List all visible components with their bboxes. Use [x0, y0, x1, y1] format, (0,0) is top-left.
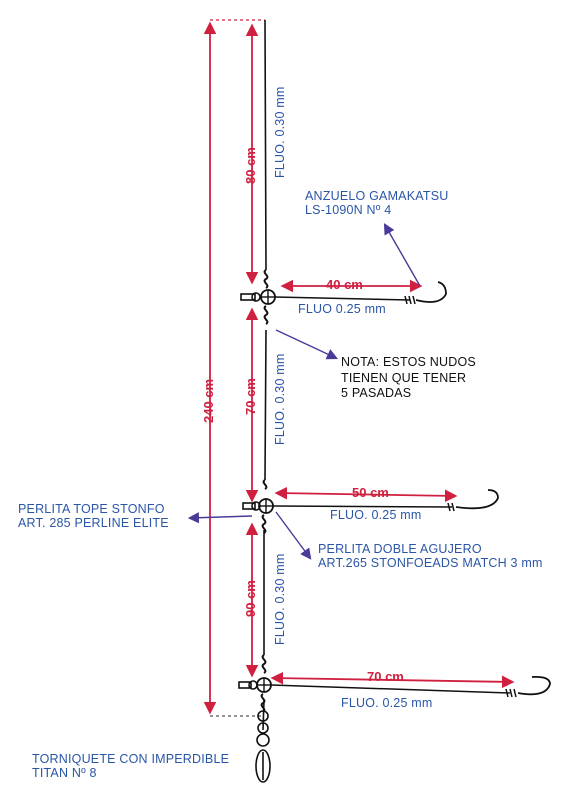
- note-callout-line3: 5 PASADAS: [341, 386, 412, 401]
- stop-bead-pointer: [187, 512, 253, 524]
- swivel-callout-line2: TITAN Nº 8: [32, 766, 97, 781]
- knot-assembly-2: [242, 479, 274, 534]
- branch3-dimension-arrow: [270, 671, 515, 689]
- hook-pointer: [383, 223, 421, 287]
- branch3-length-label: 70 cm: [367, 669, 404, 684]
- note-callout: NOTA: ESTOS NUDOS TIENEN QUE TENER 5 PAS…: [341, 355, 476, 402]
- double-bead-callout-line1: PERLITA DOBLE AGUJERO: [318, 542, 482, 556]
- stop-bead-callout-line2: ART. 285 PERLINE ELITE: [18, 516, 169, 531]
- seg1-length-label: 80 cm: [243, 147, 258, 184]
- stop-bead-callout: PERLITA TOPE STONFO ART. 285 PERLINE ELI…: [18, 502, 169, 531]
- double-bead-pointer: [275, 511, 312, 560]
- branch2-length-label: 50 cm: [352, 485, 389, 500]
- hook-callout-line1: ANZUELO GAMAKATSU: [305, 189, 449, 203]
- seg3-length-label: 90 cm: [243, 580, 258, 617]
- branch2-dimension-arrow: [274, 486, 458, 503]
- seg2-length-label: 70 cm: [243, 378, 258, 415]
- main-line-label-1: FLUO. 0.30 mm: [273, 86, 287, 178]
- branch2-line-label: FLUO. 0.25 mm: [330, 508, 422, 522]
- hook-callout-line2: LS-1090N Nº 4: [305, 203, 392, 218]
- swivel-snap: [255, 710, 271, 783]
- branch-2: [272, 489, 499, 512]
- branch1-line-label: FLUO 0.25 mm: [298, 302, 386, 316]
- knot-assembly-1: [240, 269, 276, 325]
- main-line: [262, 19, 267, 731]
- branch-1: [274, 281, 447, 305]
- double-bead-callout: PERLITA DOBLE AGUJERO ART.265 STONFOEADS…: [318, 542, 543, 571]
- total-length-label: 240 cm: [201, 378, 216, 423]
- branch3-line-label: FLUO. 0.25 mm: [341, 696, 433, 710]
- main-line-label-3: FLUO. 0.30 mm: [273, 553, 287, 645]
- hook-callout: ANZUELO GAMAKATSU LS-1090N Nº 4: [305, 189, 448, 218]
- swivel-callout: TORNIQUETE CON IMPERDIBLE TITAN Nº 8: [32, 752, 229, 781]
- swivel-callout-line1: TORNIQUETE CON IMPERDIBLE: [32, 752, 230, 766]
- stop-bead-callout-line1: PERLITA TOPE STONFO: [18, 502, 165, 516]
- note-callout-line1: NOTA: ESTOS NUDOS: [341, 355, 476, 369]
- branch1-length-label: 40 cm: [326, 277, 363, 292]
- knot-assembly-3: [238, 654, 272, 713]
- double-bead-callout-line2: ART.265 STONFOEADS MATCH 3 mm: [318, 556, 543, 571]
- note-pointer: [275, 329, 339, 360]
- main-line-label-2: FLUO. 0.30 mm: [273, 353, 287, 445]
- note-callout-line2: TIENEN QUE TENER: [341, 370, 467, 385]
